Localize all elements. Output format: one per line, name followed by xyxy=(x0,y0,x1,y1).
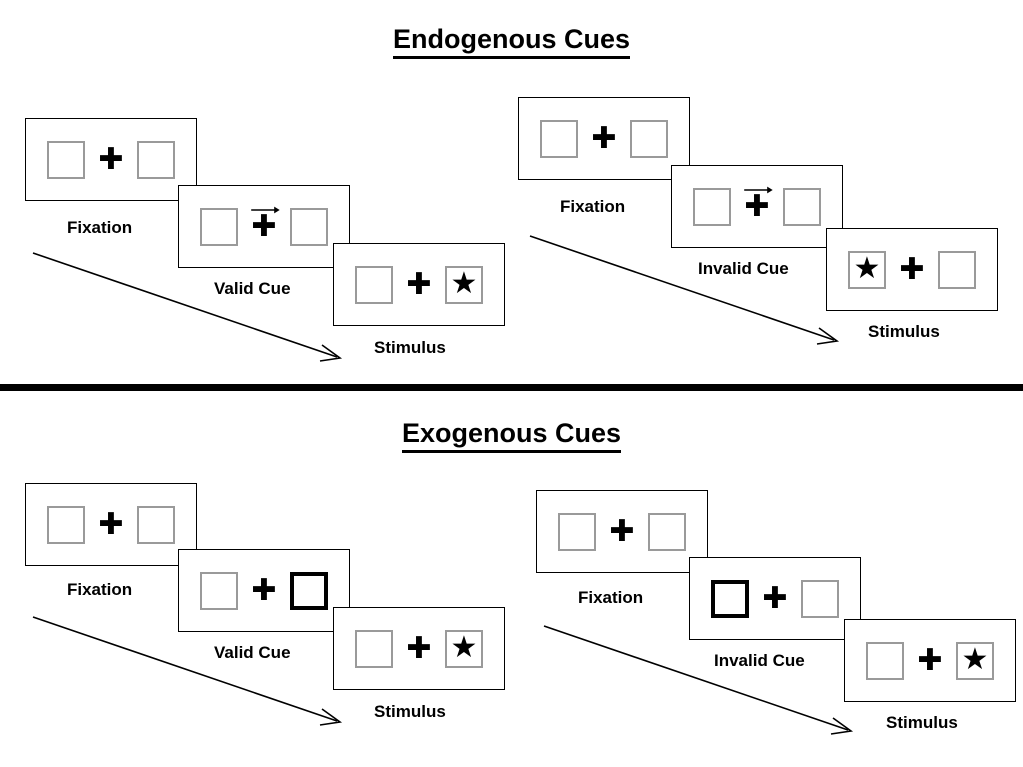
fixation-cross-icon: ✚ xyxy=(762,580,788,616)
caption-endogenous-valid-cue: Valid Cue xyxy=(214,279,291,298)
caption-endogenous-invalid-cue: Invalid Cue xyxy=(698,259,789,278)
fixation-center: ✚ xyxy=(85,502,137,548)
caption-exogenous-invalid-cue: Invalid Cue xyxy=(714,651,805,670)
fixation-cross-icon: ✚ xyxy=(251,572,277,608)
fixation-cross-icon: ✚ xyxy=(98,141,124,177)
left-box xyxy=(355,265,393,304)
fixation-center: ✚ xyxy=(904,638,956,684)
left-box xyxy=(200,207,238,246)
star-icon: ★ xyxy=(961,642,989,676)
left-box xyxy=(540,119,578,158)
fixation-center: ✚ xyxy=(238,568,290,614)
screen-exogenous-valid-cue: ✚ xyxy=(178,549,350,632)
caption-exogenous-invalid-fixation: Fixation xyxy=(578,588,644,607)
caption-endogenous-invalid-stimulus: Stimulus xyxy=(868,322,940,341)
fixation-center: ✚ xyxy=(886,247,938,293)
caption-exogenous-valid-fixation: Fixation xyxy=(67,580,133,599)
fixation-center: ✚ xyxy=(393,262,445,308)
left-box xyxy=(200,571,238,610)
fixation-center: ✚ xyxy=(393,626,445,672)
caption-exogenous-valid-stimulus: Stimulus xyxy=(374,702,446,721)
right-box: ★ xyxy=(445,629,483,668)
right-box xyxy=(290,207,328,246)
left-box xyxy=(866,641,904,680)
section-title-endogenous-text: Endogenous Cues xyxy=(392,24,630,59)
cue-arrow-right-icon xyxy=(251,206,280,213)
left-box: ★ xyxy=(848,250,886,289)
caption-endogenous-valid-stimulus: Stimulus xyxy=(374,338,446,357)
screen-endogenous-valid-stimulus: ✚ ★ xyxy=(333,243,505,326)
caption-endogenous-valid-fixation: Fixation xyxy=(67,218,133,237)
screen-endogenous-valid-fixation: ✚ xyxy=(25,118,197,201)
caption-exogenous-valid-cue: Valid Cue xyxy=(214,643,291,662)
left-box xyxy=(47,140,85,179)
left-box-cued xyxy=(711,579,749,618)
screen-endogenous-invalid-cue: ✚ xyxy=(671,165,843,248)
fixation-cross-icon: ✚ xyxy=(591,120,617,156)
fixation-center: ✚ xyxy=(85,137,137,183)
fixation-cross-icon: ✚ xyxy=(917,642,943,678)
screen-exogenous-invalid-stimulus: ✚ ★ xyxy=(844,619,1016,702)
fixation-cross-icon: ✚ xyxy=(406,266,432,302)
cue-arrow-right-icon xyxy=(744,186,773,193)
left-box xyxy=(47,505,85,544)
section-title-exogenous-text: Exogenous Cues xyxy=(401,418,622,453)
fixation-center: ✚ xyxy=(578,116,630,162)
left-box xyxy=(558,512,596,551)
right-box xyxy=(137,505,175,544)
fixation-cross-icon: ✚ xyxy=(406,630,432,666)
right-box xyxy=(630,119,668,158)
section-title-exogenous: Exogenous Cues xyxy=(0,418,1023,453)
left-box xyxy=(355,629,393,668)
right-box xyxy=(801,579,839,618)
fixation-cross-icon: ✚ xyxy=(609,513,635,549)
screen-endogenous-invalid-fixation: ✚ xyxy=(518,97,690,180)
left-box xyxy=(693,187,731,226)
right-box: ★ xyxy=(956,641,994,680)
section-title-endogenous: Endogenous Cues xyxy=(0,24,1023,59)
right-box xyxy=(783,187,821,226)
star-icon: ★ xyxy=(853,251,881,285)
fixation-cross-icon: ✚ xyxy=(899,251,925,287)
right-box xyxy=(938,250,976,289)
fixation-center: ✚ xyxy=(596,509,648,555)
right-box xyxy=(648,512,686,551)
right-box: ★ xyxy=(445,265,483,304)
fixation-cross-icon: ✚ xyxy=(251,208,277,244)
fixation-center: ✚ xyxy=(731,184,783,230)
screen-exogenous-valid-stimulus: ✚ ★ xyxy=(333,607,505,690)
right-box xyxy=(137,140,175,179)
screen-exogenous-invalid-cue: ✚ xyxy=(689,557,861,640)
screen-exogenous-valid-fixation: ✚ xyxy=(25,483,197,566)
fixation-center: ✚ xyxy=(749,576,801,622)
star-icon: ★ xyxy=(450,266,478,300)
caption-exogenous-invalid-stimulus: Stimulus xyxy=(886,713,958,732)
right-box-cued xyxy=(290,571,328,610)
star-icon: ★ xyxy=(450,630,478,664)
section-divider xyxy=(0,384,1023,391)
fixation-center: ✚ xyxy=(238,204,290,250)
fixation-cross-icon: ✚ xyxy=(744,188,770,224)
screen-endogenous-valid-cue: ✚ xyxy=(178,185,350,268)
screen-endogenous-invalid-stimulus: ★ ✚ xyxy=(826,228,998,311)
screen-exogenous-invalid-fixation: ✚ xyxy=(536,490,708,573)
caption-endogenous-invalid-fixation: Fixation xyxy=(560,197,626,216)
fixation-cross-icon: ✚ xyxy=(98,506,124,542)
